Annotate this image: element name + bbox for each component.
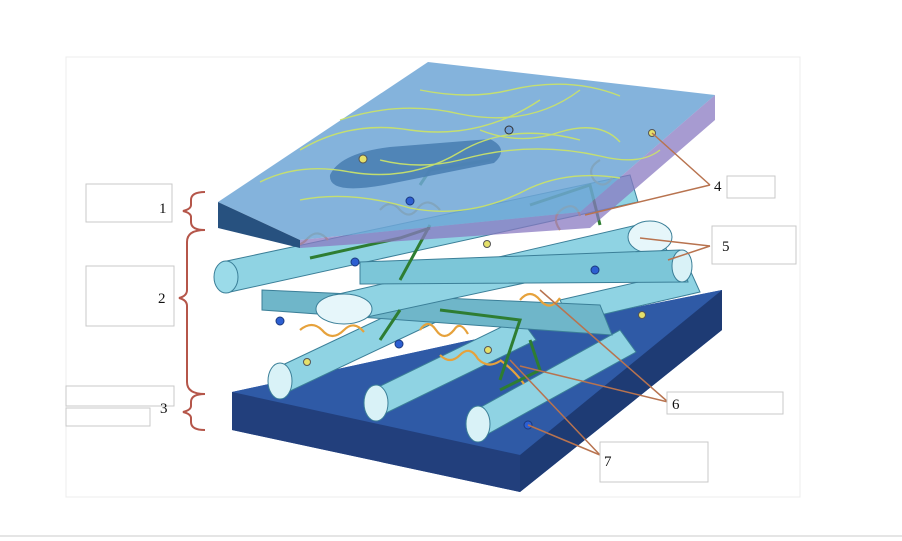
bottom-fibers <box>267 269 701 443</box>
fine-fibrils <box>259 83 661 212</box>
label-2: 2 <box>158 291 166 307</box>
bracket-1 <box>182 191 206 231</box>
bracket-2 <box>178 229 206 395</box>
answer-box-3a[interactable] <box>65 385 175 407</box>
answer-box-5[interactable] <box>711 225 797 265</box>
leader-lines <box>509 132 711 456</box>
answer-box-4[interactable] <box>726 175 776 199</box>
bracket-3 <box>182 393 206 431</box>
fiber-cylinder <box>465 329 637 443</box>
fiber-cylinder <box>359 249 693 285</box>
answer-box-7[interactable] <box>599 441 709 483</box>
label-3: 3 <box>160 401 168 417</box>
top-layer <box>218 62 715 248</box>
label-1: 1 <box>159 201 167 217</box>
fiber-cylinder <box>267 299 437 400</box>
answer-box-1[interactable] <box>85 183 173 223</box>
label-6: 6 <box>672 397 680 413</box>
label-5: 5 <box>722 239 730 255</box>
answer-box-6[interactable] <box>666 391 784 415</box>
label-4: 4 <box>714 179 722 195</box>
answer-box-2[interactable] <box>85 265 175 327</box>
dots <box>275 125 656 430</box>
label-7: 7 <box>604 454 612 470</box>
fiber-cylinder <box>363 317 537 422</box>
answer-box-3b[interactable] <box>65 407 151 427</box>
